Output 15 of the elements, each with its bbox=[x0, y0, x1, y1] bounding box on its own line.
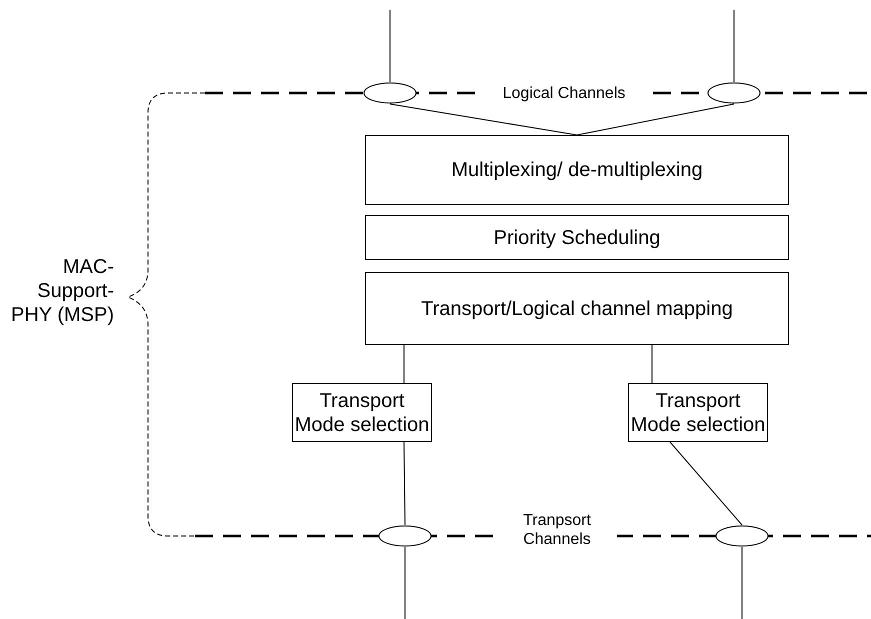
process-box: Multiplexing/ de-multiplexing bbox=[365, 135, 789, 205]
process-box: Transport Mode selection bbox=[292, 383, 432, 442]
connector-line bbox=[576, 104, 734, 136]
process-box: Transport/Logical channel mapping bbox=[365, 272, 789, 345]
channel-ellipse bbox=[715, 525, 769, 547]
connector-line bbox=[390, 104, 578, 136]
channel-ellipse bbox=[363, 82, 417, 104]
channel-ellipse bbox=[378, 525, 432, 547]
connector-line bbox=[404, 546, 406, 619]
channel-ellipse bbox=[707, 82, 761, 104]
process-box: Transport Mode selection bbox=[628, 383, 768, 442]
process-box: Priority Scheduling bbox=[365, 215, 789, 260]
group-label: MAC-Support-PHY (MSP) bbox=[10, 255, 114, 327]
connector-line bbox=[670, 442, 742, 526]
connector-line bbox=[404, 442, 406, 526]
